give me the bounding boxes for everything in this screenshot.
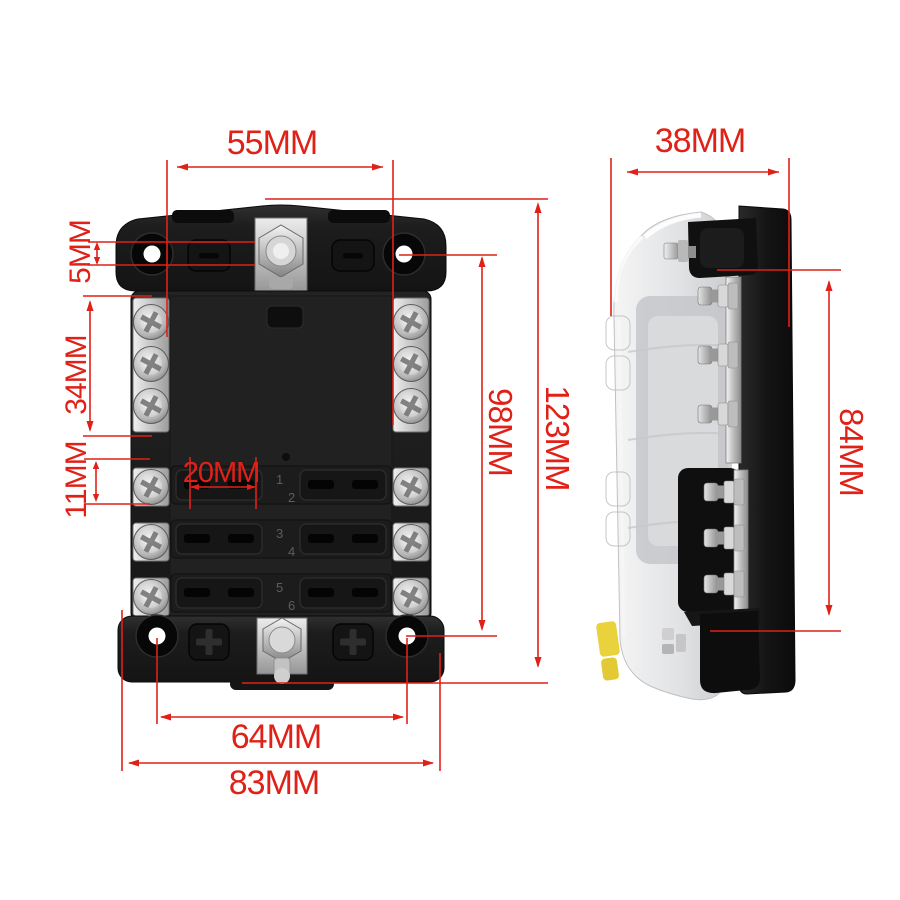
fuse-number-3: 3: [276, 526, 284, 541]
dim-64mm-lines: [156, 638, 408, 724]
fuse-number-6: 6: [288, 598, 296, 613]
terminal-screw: [393, 524, 429, 560]
dim-38mm-lines: [610, 158, 790, 327]
minus-icon: [199, 253, 219, 259]
side-terminal-bolt: [697, 282, 739, 310]
negative-bolt-terminal: [254, 217, 308, 293]
panel-screw-dimple: [282, 453, 290, 461]
dim-label-84mm: 84MM: [833, 408, 870, 496]
fuse-slot-rows: [170, 465, 392, 613]
terminal-screw: [133, 304, 169, 340]
fuse-socket: [299, 523, 387, 555]
dim-84mm-lines: [710, 269, 841, 632]
side-bottom-foot: [700, 611, 760, 694]
side-cover-highlights: [613, 212, 702, 637]
fuse-block-side-view: [596, 205, 796, 701]
dim-5mm-lines: [88, 241, 255, 266]
side-top-bolt: [663, 240, 696, 262]
fuse-socket: [175, 577, 263, 609]
terminal-screw: [393, 579, 429, 615]
front-center-panel: [169, 295, 393, 619]
dim-label-34mm: 34MM: [60, 335, 93, 415]
side-terminal-bolt: [697, 341, 739, 369]
side-cover-ribs: [605, 315, 631, 547]
dim-label-11mm: 11MM: [60, 441, 93, 519]
dim-label-5mm: 5MM: [64, 220, 97, 284]
fuse-number-1: 1: [276, 472, 284, 487]
cover-latch-slot: [266, 305, 304, 329]
warning-sticker: [596, 621, 620, 681]
positive-terminal-mark-left: [188, 623, 230, 661]
terminal-screw: [133, 524, 169, 560]
side-terminal-bolt: [697, 400, 739, 428]
plus-icon: [340, 629, 366, 655]
dimension-lines: [83, 158, 841, 771]
terminal-screw: [393, 304, 429, 340]
dim-55mm-lines: [166, 160, 394, 425]
dim-123mm-lines: [242, 198, 548, 684]
fuse-number-2: 2: [288, 490, 296, 505]
dim-label-20mm: 20MM: [182, 457, 261, 489]
negative-terminal-mark-right: [331, 239, 375, 272]
plus-icon: [196, 629, 222, 655]
dim-98mm-lines: [399, 254, 497, 637]
mount-hole-top-right: [382, 232, 426, 276]
front-top-notches: [172, 210, 390, 223]
terminal-screw: [393, 388, 429, 424]
fuse-block-front-view: [115, 204, 447, 690]
dim-label-98mm: 98MM: [482, 388, 519, 476]
fuse-socket: [299, 469, 387, 501]
terminal-screw: [393, 346, 429, 382]
dim-label-64mm: 64MM: [230, 718, 322, 756]
fuse-number-4: 4: [288, 544, 296, 559]
dim-11mm-lines: [84, 458, 150, 505]
minus-icon: [343, 253, 363, 259]
positive-terminal-mark-right: [332, 623, 374, 661]
terminal-screw: [133, 388, 169, 424]
dim-label-123mm: 123MM: [539, 385, 576, 491]
side-terminal-bolt: [703, 478, 745, 506]
negative-terminal-mark-left: [187, 239, 231, 272]
terminal-screw: [393, 469, 429, 505]
fuse-socket: [299, 577, 387, 609]
dim-20mm-lines: [189, 457, 257, 509]
dim-label-83mm: 83MM: [228, 764, 320, 802]
terminal-screw: [133, 579, 169, 615]
side-terminal-bolt: [703, 524, 745, 552]
fuse-number-5: 5: [276, 580, 284, 595]
side-bottom-bolt: [662, 628, 686, 654]
side-terminal-bolt: [703, 570, 745, 598]
side-top-recess-inner: [700, 228, 744, 268]
terminal-screw: [133, 346, 169, 382]
dim-34mm-lines: [83, 295, 152, 437]
dim-label-38mm: 38MM: [654, 122, 746, 160]
dim-83mm-lines: [121, 610, 441, 771]
fuse-socket: [175, 523, 263, 555]
positive-bolt-terminal: [256, 617, 308, 684]
dim-label-55mm: 55MM: [226, 124, 318, 162]
